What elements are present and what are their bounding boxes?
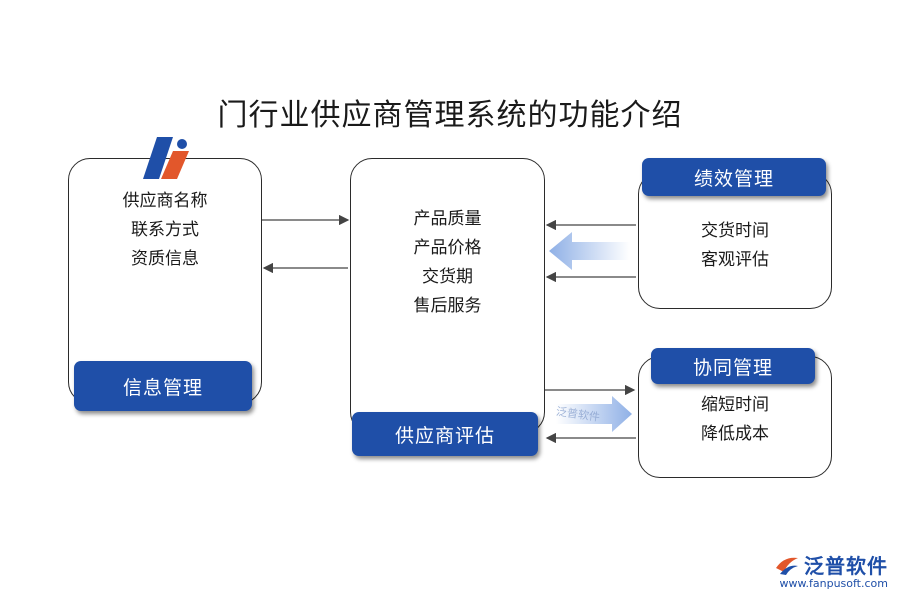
brand-name: 泛普软件	[804, 554, 888, 578]
evaluation-line: 产品价格	[413, 238, 482, 258]
performance-line: 客观评估	[701, 250, 769, 270]
brand-mark-icon	[776, 557, 798, 575]
big-arrow-right	[556, 396, 632, 432]
performance-management-badge[interactable]: 绩效管理	[642, 158, 826, 196]
evaluation-line: 售后服务	[413, 296, 482, 316]
page-title: 门行业供应商管理系统的功能介绍	[217, 98, 683, 133]
brand-logo: 泛普软件 www.fanpusoft.com	[774, 550, 888, 590]
performance-line: 交货时间	[701, 221, 769, 241]
collaboration-management-badge[interactable]: 协同管理	[651, 348, 815, 384]
evaluation-lines: 产品质量 产品价格 交货期 售后服务	[351, 205, 544, 321]
evaluation-line: 交货期	[422, 267, 473, 287]
logo-icon	[143, 137, 189, 179]
collaboration-line: 降低成本	[701, 424, 769, 444]
supplier-evaluation-badge[interactable]: 供应商评估	[352, 412, 538, 456]
info-line: 联系方式	[131, 220, 199, 240]
info-line: 供应商名称	[122, 191, 208, 211]
collaboration-line: 缩短时间	[701, 395, 769, 415]
info-line: 资质信息	[131, 249, 199, 269]
info-management-badge[interactable]: 信息管理	[74, 361, 252, 411]
collaboration-lines: 缩短时间 降低成本	[639, 391, 831, 449]
evaluation-line: 产品质量	[413, 209, 482, 229]
performance-lines: 交货时间 客观评估	[639, 217, 831, 275]
big-arrow-left	[549, 232, 630, 270]
brand-url: www.fanpusoft.com	[779, 577, 888, 590]
info-lines: 供应商名称 联系方式 资质信息	[69, 187, 261, 274]
